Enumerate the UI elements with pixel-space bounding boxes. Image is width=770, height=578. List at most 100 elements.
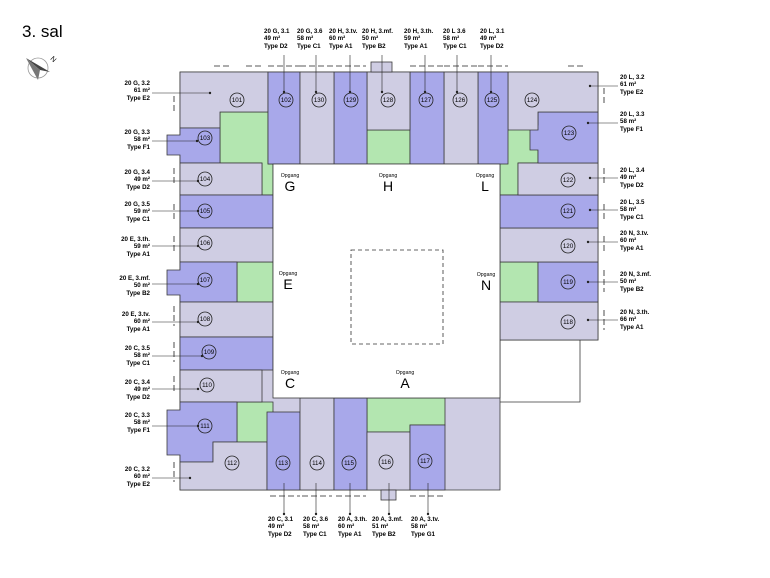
unit-127-leader-dot [423, 90, 427, 94]
stair-H-caption: Opgang [379, 173, 398, 179]
unit-112-addr: 20 C, 3.2 [124, 466, 150, 473]
unit-102-leader-dot [282, 90, 286, 94]
unit-117-number: 117 [420, 458, 430, 465]
unit-108-area: 60 m² [133, 318, 150, 326]
unit-127-addr: 20 H, 3.th. [404, 28, 434, 35]
unit-128-badge [380, 92, 396, 108]
unit-113-leader-dot [282, 512, 286, 516]
unit-107-type: Type B2 [126, 289, 150, 297]
unit-111-area: 58 m² [133, 419, 150, 427]
unit-114-badge [309, 455, 325, 471]
green-hall-e [236, 261, 274, 303]
unit-109-area [179, 336, 274, 371]
unit-111-addr: 20 C, 3.3 [124, 412, 150, 419]
unit-103-type: Type F1 [127, 143, 150, 151]
unit-126-addr: 20 L 3.6 [443, 28, 466, 35]
balcony-marks [173, 65, 605, 497]
unit-120-leader-dot [586, 240, 590, 244]
north-arrow-icon: N [26, 55, 57, 80]
unit-110-area [179, 369, 263, 403]
unit-103-area: 58 m² [133, 136, 150, 144]
unit-106-badge [197, 235, 213, 251]
unit-110-addr: 20 C, 3.4 [124, 379, 150, 386]
unit-112-number: 112 [227, 460, 237, 467]
unit-103-badge [197, 130, 213, 146]
unit-126-leader-dot [455, 90, 459, 94]
unit-114-addr: 20 C, 3.6 [303, 516, 329, 523]
east-wing-edge [500, 339, 581, 403]
unit-104-addr: 20 G, 3.4 [124, 169, 150, 176]
unit-121-badge [560, 203, 576, 219]
unit-125-area [477, 71, 509, 165]
unit-115-area: 60 m² [338, 523, 355, 531]
unit-124-type: Type E2 [620, 88, 644, 96]
unit-117-area [409, 424, 446, 491]
unit-130-type: Type C1 [297, 42, 321, 50]
unit-101-badge [229, 92, 245, 108]
unit-126-number: 126 [455, 97, 466, 104]
unit-108-area [179, 301, 274, 338]
unit-118-leader-dot [586, 318, 590, 322]
stair-L-caption: Opgang [476, 173, 495, 179]
stair-A-letter: A [400, 375, 410, 391]
unit-118-type: Type A1 [620, 323, 644, 331]
unit-106-area: 59 m² [133, 243, 150, 251]
unit-118-badge [560, 314, 576, 330]
unit-108-badge [197, 311, 213, 327]
unit-116-badge [378, 454, 394, 470]
unit-112-leader-dot [188, 476, 192, 480]
stair-G-letter: G [285, 178, 296, 194]
unit-122-area [517, 162, 599, 196]
unit-115-area [333, 397, 368, 491]
unit-125-type: Type D2 [480, 42, 504, 50]
unit-120-number: 120 [563, 243, 574, 250]
unit-108-type: Type A1 [126, 325, 150, 333]
unit-117-type: Type G1 [411, 530, 435, 538]
unit-101-number: 101 [232, 97, 243, 104]
stair-E-letter: E [283, 276, 292, 292]
unit-107-leader-dot [196, 282, 200, 286]
unit-127-area: 59 m² [404, 35, 421, 43]
unit-117-leader-dot [426, 512, 430, 516]
unit-115-badge [341, 455, 357, 471]
north-label: N [49, 55, 58, 64]
unit-124-number: 124 [527, 97, 538, 104]
unit-109-area: 58 m² [133, 352, 150, 360]
unit-115-addr: 20 A, 3.th. [338, 516, 367, 523]
unit-129-type: Type A1 [329, 42, 353, 50]
unit-114-area: 58 m² [303, 523, 320, 531]
unit-125-badge [484, 92, 500, 108]
unit-130-badge [311, 92, 327, 108]
unit-120-area [499, 227, 599, 263]
unit-110-leader-dot [196, 387, 200, 391]
unit-128-number: 128 [383, 97, 394, 104]
unit-116-type: Type B2 [372, 530, 396, 538]
unit-104-area: 49 m² [133, 176, 150, 184]
unit-105-area: 59 m² [133, 208, 150, 216]
stair-H-letter: H [383, 178, 393, 194]
unit-118-addr: 20 N, 3.th. [620, 309, 650, 316]
unit-101-addr: 20 G, 3.2 [124, 80, 150, 87]
unit-114-leader-dot [314, 512, 318, 516]
unit-109-badge [201, 344, 217, 360]
unit-104-badge [197, 171, 213, 187]
unit-105-leader-dot [196, 209, 200, 213]
unit-127-area [409, 71, 445, 165]
unit-102-addr: 20 G, 3.1 [264, 28, 290, 35]
unit-129-number: 129 [346, 97, 357, 104]
unit-119-type: Type B2 [620, 285, 644, 293]
